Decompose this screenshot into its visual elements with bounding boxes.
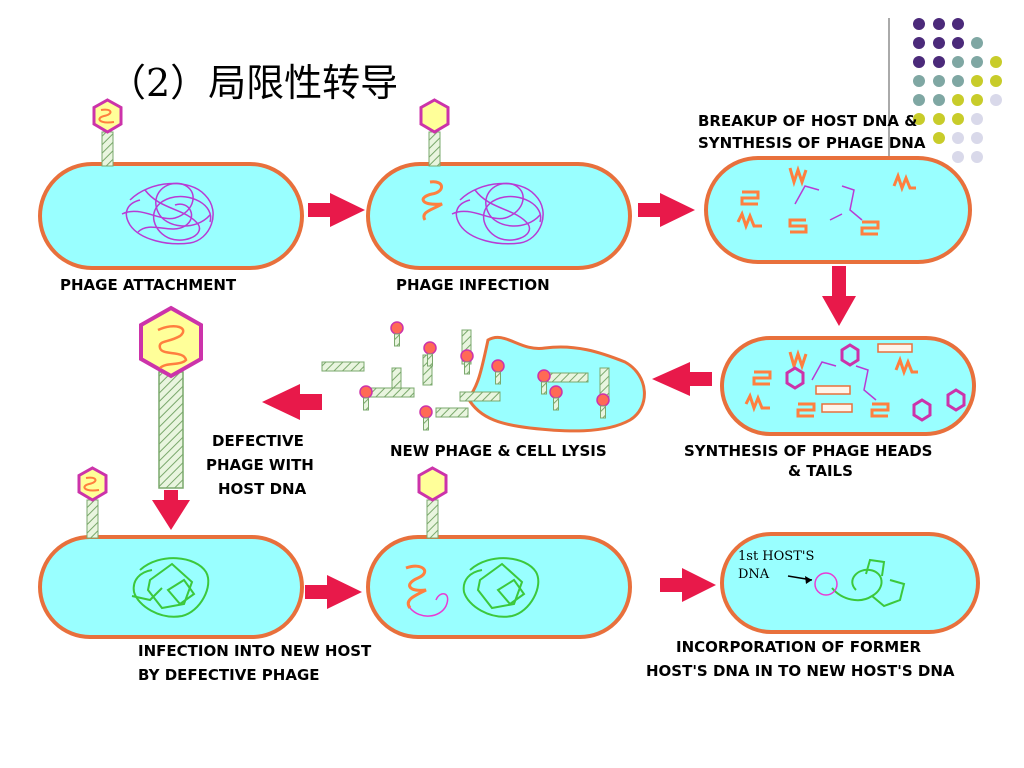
arrow-right-2: [638, 193, 695, 227]
host-dna-tangle: [121, 182, 214, 245]
label-defective-line3: HOST DNA: [218, 480, 307, 498]
arrow-down-right: [822, 266, 856, 326]
arrow-left-1: [652, 362, 712, 396]
label-synthesis-heads-line2: & TAILS: [788, 462, 853, 480]
arrow-left-2: [262, 384, 322, 420]
label-incorporation-line1: INCORPORATION OF FORMER: [676, 638, 921, 656]
phage-heads: [785, 343, 966, 422]
label-breakup-line2: SYNTHESIS OF PHAGE DNA: [698, 134, 926, 152]
slide-title: （2）局限性转导: [108, 61, 399, 105]
cell-incorporation: [720, 532, 980, 634]
label-phage-infection: PHAGE INFECTION: [396, 276, 550, 294]
cell-transduced-dna-entry: [366, 466, 632, 639]
decorative-dots: [888, 18, 1002, 163]
phage-dna-fragments: [736, 165, 916, 236]
cell-synthesis-heads: [720, 336, 976, 436]
phage-tails-free: [321, 329, 610, 418]
recombined-dna: [831, 558, 906, 608]
arrow-right-4: [660, 568, 716, 602]
label-defective-line2: PHAGE WITH: [206, 456, 314, 474]
cell-lysis: [321, 321, 646, 433]
cell-infection-new-host: [38, 466, 304, 639]
label-infection-new-host-line1: INFECTION INTO NEW HOST: [138, 642, 372, 660]
host-dna-fragments: [794, 185, 863, 221]
label-incorporation-line2: HOST'S DNA IN TO NEW HOST'S DNA: [646, 662, 955, 680]
cell-phage-attachment: [38, 98, 304, 270]
arrow-down-left: [152, 490, 190, 530]
defective-phage: [139, 305, 203, 489]
host-dna-in-phage: [157, 325, 188, 370]
label-breakup-line1: BREAKUP OF HOST DNA &: [698, 112, 917, 130]
label-infection-new-host-line2: BY DEFECTIVE PHAGE: [138, 666, 320, 684]
label-defective-line1: DEFECTIVE: [212, 432, 304, 450]
label-phage-attachment: PHAGE ATTACHMENT: [60, 276, 237, 294]
label-synthesis-heads-line1: SYNTHESIS OF PHAGE HEADS: [684, 442, 932, 460]
label-new-phage-lysis: NEW PHAGE & CELL LYSIS: [390, 442, 607, 460]
label-first-host-dna-line2: DNA: [738, 567, 770, 582]
first-host-dna-segment: [814, 572, 838, 596]
label-first-host-dna-line1: 1st HOST'S: [738, 549, 814, 564]
cell-phage-infection: [366, 98, 632, 270]
arrow-right-3: [305, 575, 362, 609]
new-host-dna: [131, 557, 210, 618]
arrow-right-1: [308, 193, 365, 227]
phage-tails: [815, 343, 913, 413]
host-dna-tangle: [451, 182, 544, 245]
cell-breakup: [704, 156, 972, 264]
phage-dna: [421, 180, 443, 221]
